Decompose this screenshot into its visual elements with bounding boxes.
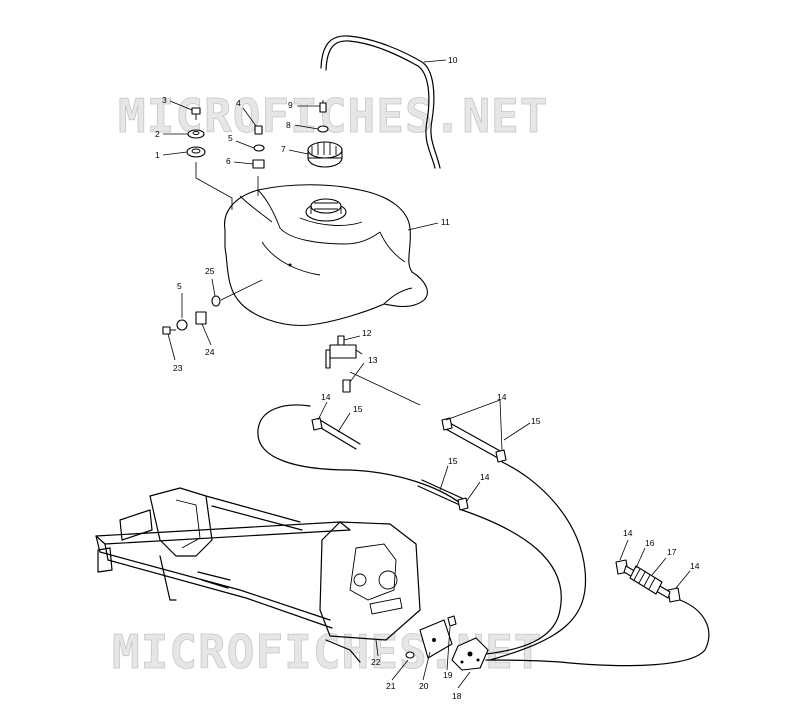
callout-15b: 15 bbox=[531, 416, 541, 426]
callout-21: 21 bbox=[386, 681, 396, 691]
callout-7: 7 bbox=[281, 144, 286, 154]
callout-4: 4 bbox=[236, 98, 241, 108]
callout-17: 17 bbox=[667, 547, 677, 557]
frame bbox=[95, 487, 421, 663]
callout-20: 20 bbox=[419, 681, 429, 691]
callout-6: 6 bbox=[226, 156, 231, 166]
mount-hardware bbox=[162, 279, 263, 335]
callout-5b: 5 bbox=[177, 281, 182, 291]
fuel-lines bbox=[257, 404, 710, 667]
vent-hose bbox=[320, 35, 441, 169]
callout-10: 10 bbox=[448, 55, 458, 65]
callout-16: 16 bbox=[645, 538, 655, 548]
callout-9: 9 bbox=[288, 100, 293, 110]
fuel-pump bbox=[405, 615, 489, 671]
tank-hardware bbox=[186, 100, 343, 169]
callout-14b: 14 bbox=[497, 392, 507, 402]
leader-lines bbox=[162, 59, 691, 689]
callout-14a: 14 bbox=[321, 392, 331, 402]
callout-15a: 15 bbox=[353, 404, 363, 414]
callout-18: 18 bbox=[452, 691, 462, 701]
callout-13: 13 bbox=[368, 355, 378, 365]
callout-24: 24 bbox=[205, 347, 215, 357]
fuel-filter bbox=[623, 565, 671, 599]
callout-14c: 14 bbox=[480, 472, 490, 482]
callout-11: 11 bbox=[441, 217, 450, 227]
hose-clamps bbox=[311, 417, 681, 603]
callout-5: 5 bbox=[228, 133, 233, 143]
callout-14d: 14 bbox=[623, 528, 633, 538]
callout-labels: 3 2 1 4 5 6 7 8 9 10 11 12 13 14 15 14 1… bbox=[155, 55, 700, 701]
callout-14e: 14 bbox=[690, 561, 700, 571]
callout-19: 19 bbox=[443, 670, 453, 680]
callout-22: 22 bbox=[371, 657, 381, 667]
callout-23: 23 bbox=[173, 363, 183, 373]
callout-12: 12 bbox=[362, 328, 372, 338]
callout-25: 25 bbox=[205, 266, 215, 276]
callout-2: 2 bbox=[155, 129, 160, 139]
callout-8: 8 bbox=[286, 120, 291, 130]
callout-3: 3 bbox=[162, 95, 167, 105]
fuel-valve bbox=[325, 335, 421, 406]
callout-15c: 15 bbox=[448, 456, 458, 466]
watermark-top: MICROFICHES.NET bbox=[118, 89, 548, 143]
fuel-tank bbox=[224, 184, 428, 327]
callout-1: 1 bbox=[155, 150, 160, 160]
